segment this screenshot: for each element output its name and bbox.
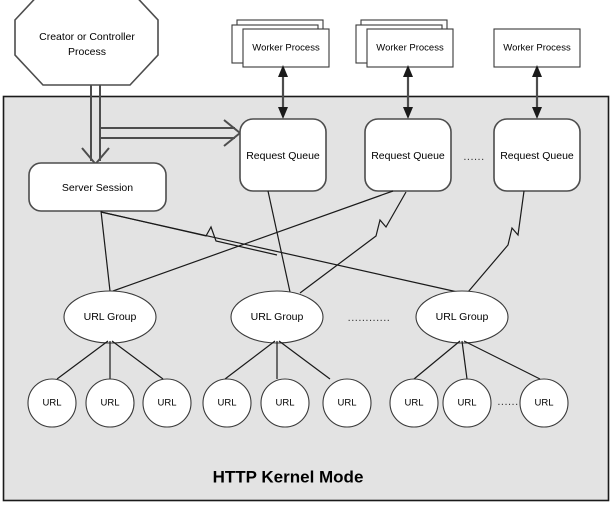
urlgroup3-to-url1-line (413, 340, 461, 380)
queue1-to-urlgroup-2-line (267, 190, 291, 293)
url-node-3-2-shape (442, 378, 492, 428)
request-queue-1-shape (239, 118, 327, 192)
request-queue-ellipsis: ...... (463, 151, 484, 163)
worker-process-2-label: Worker Process (376, 43, 444, 54)
url-node-1-2-label: URL (100, 398, 119, 409)
queue3-to-urlgroup-3-line (467, 190, 525, 293)
creator-process-label-line1: Creator or Controller (39, 31, 135, 43)
url-group-3-label: URL Group (436, 311, 489, 323)
worker-process-3-label: Worker Process (503, 43, 571, 54)
url-node-2-1-shape (202, 378, 252, 428)
url-node-2-1-label: URL (217, 398, 236, 409)
urlgroup1-to-url3-line (111, 340, 164, 380)
urlgroup3-to-url3-line (463, 340, 541, 380)
worker-process-2-shape (366, 28, 454, 68)
url-node-2-2-shape (260, 378, 310, 428)
url-node-2-3-label: URL (337, 398, 356, 409)
worker3-queue3-arrowhead-down (532, 107, 542, 119)
server-session-shape (28, 162, 167, 212)
url-node-3-3-label: URL (534, 398, 553, 409)
session-to-urlgroup-1-line (100, 210, 111, 292)
url-node-ellipsis: ...... (497, 396, 518, 408)
url-node-3-1-label: URL (404, 398, 423, 409)
worker-process-1-shape (242, 28, 330, 68)
request-queue-1-label: Request Queue (246, 150, 320, 162)
urlgroup2-to-url3-line (278, 340, 331, 380)
url-node-2-3-shape (322, 378, 372, 428)
queue2-to-urlgroup-2-line (299, 191, 407, 294)
url-group-2-label: URL Group (251, 311, 304, 323)
creator-process-label-line2: Process (68, 46, 106, 58)
url-node-3-3-shape (519, 378, 569, 428)
server-session-label: Server Session (62, 182, 133, 194)
url-node-1-3-shape (142, 378, 192, 428)
url-node-1-1-shape (27, 378, 77, 428)
url-node-1-3-label: URL (157, 398, 176, 409)
url-node-3-1-shape (389, 378, 439, 428)
request-queue-2-shape (364, 118, 452, 192)
kernel-mode-title: HTTP Kernel Mode (213, 467, 364, 486)
worker2-queue2-arrowhead-up (403, 65, 413, 77)
urlgroup1-to-url1-line (56, 340, 109, 380)
url-group-1-label: URL Group (84, 311, 137, 323)
worker2-queue2-arrowhead-down (403, 107, 413, 119)
request-queue-3-label: Request Queue (500, 150, 574, 162)
queue2-to-urlgroup-1-line (112, 190, 394, 292)
request-queue-2-label: Request Queue (371, 150, 445, 162)
request-queue-3-shape (493, 118, 581, 192)
url-node-3-2-label: URL (457, 398, 476, 409)
url-node-1-2-shape (85, 378, 135, 428)
worker1-queue1-arrowhead-down (278, 107, 288, 119)
url-group-ellipsis: ............ (348, 312, 391, 324)
worker1-queue1-arrowhead-up (278, 65, 288, 77)
urlgroup2-to-url1-line (224, 340, 276, 380)
worker3-queue3-arrowhead-up (532, 65, 542, 77)
worker-process-1-label: Worker Process (252, 43, 320, 54)
url-node-2-2-label: URL (275, 398, 294, 409)
url-node-1-1-label: URL (42, 398, 61, 409)
creator-or-controller-process-shape (14, 0, 159, 86)
urlgroup3-to-url2-line (461, 340, 468, 380)
